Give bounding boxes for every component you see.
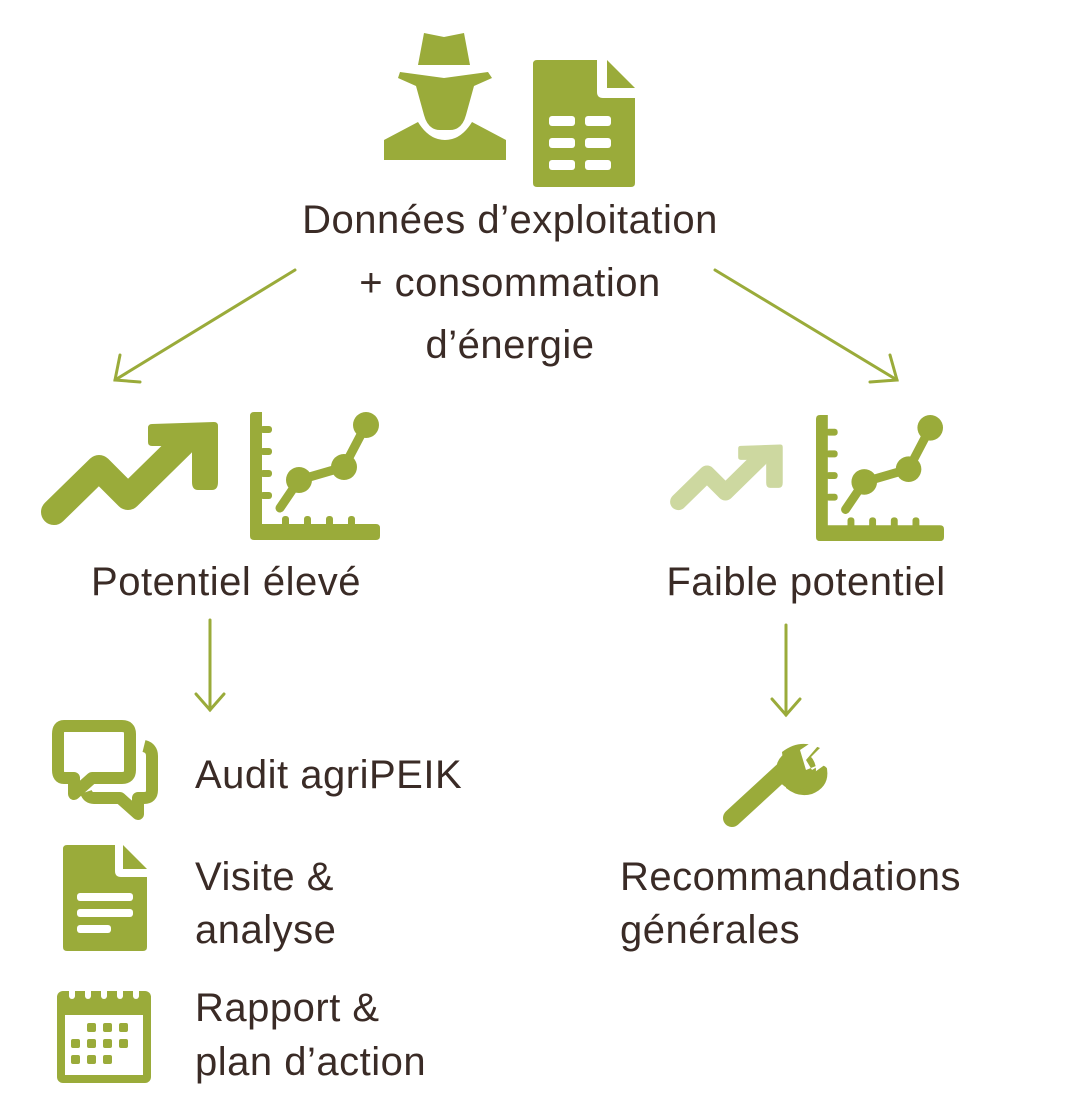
- line-chart-icon: [250, 412, 380, 540]
- trend-up-arrow-light-icon: [670, 444, 783, 511]
- source-data-label-line-2: + consommation: [359, 261, 661, 305]
- source-data-label-line-3: d’énergie: [425, 323, 595, 367]
- step-audit-label: Audit agriPEIK: [195, 753, 463, 797]
- calendar-icon: [57, 985, 151, 1083]
- document-icon: [63, 845, 147, 951]
- step-visit-label-line-2: analyse: [195, 908, 337, 952]
- recommendations-label-line-2: générales: [620, 908, 801, 952]
- wrench-icon: [723, 742, 830, 827]
- chat-bubbles-icon: [52, 720, 158, 820]
- step-report-label-line-2: plan d’action: [195, 1040, 427, 1084]
- spreadsheet-file-icon: [533, 60, 635, 187]
- trend-up-arrow-icon: [41, 422, 218, 525]
- line-chart-icon: [816, 414, 944, 542]
- recommendations-label-line-1: Recommandations: [620, 855, 961, 899]
- spy-user-icon: [384, 33, 506, 160]
- step-report-label-line-1: Rapport &: [195, 986, 380, 1030]
- high-potential-title: Potentiel élevé: [91, 560, 361, 604]
- low-potential-title: Faible potentiel: [666, 560, 946, 604]
- source-data-label-line-1: Données d’exploitation: [302, 198, 718, 242]
- step-visit-label-line-1: Visite &: [195, 855, 334, 899]
